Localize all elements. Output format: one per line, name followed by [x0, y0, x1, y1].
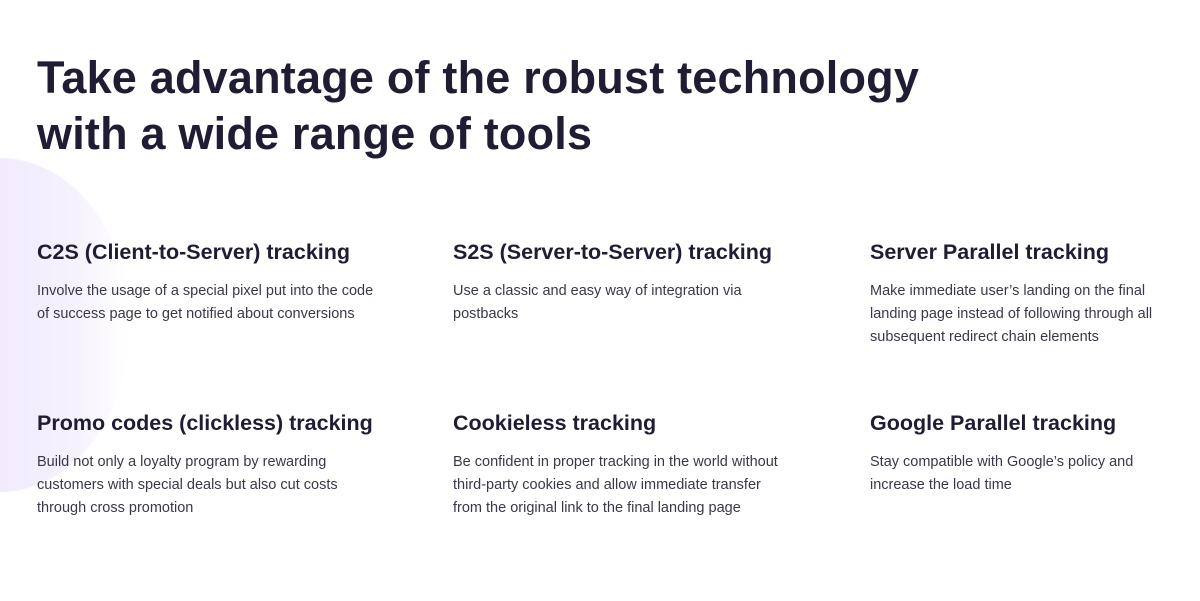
feature-title: Cookieless tracking — [453, 411, 657, 435]
feature-card-c2s: C2S (Client-to-Server) tracking Involve … — [37, 238, 453, 409]
feature-title: Google Parallel tracking — [870, 411, 1117, 435]
feature-card-cookieless: Cookieless tracking Be confident in prop… — [453, 409, 870, 580]
feature-title: Server Parallel tracking — [870, 240, 1110, 264]
feature-title: S2S (Server-to-Server) tracking — [453, 240, 773, 264]
feature-title: C2S (Client-to-Server) tracking — [37, 240, 351, 264]
feature-card-s2s: S2S (Server-to-Server) tracking Use a cl… — [453, 238, 870, 409]
feature-description: Involve the usage of a special pixel put… — [37, 283, 374, 322]
features-grid: C2S (Client-to-Server) tracking Involve … — [37, 238, 1180, 580]
feature-card-google-parallel: Google Parallel tracking Stay compatible… — [870, 409, 1180, 580]
feature-title: Promo codes (clickless) tracking — [37, 411, 373, 435]
feature-card-promo-codes: Promo codes (clickless) tracking Build n… — [37, 409, 453, 580]
feature-description: Build not only a loyalty program by rewa… — [37, 454, 338, 516]
feature-description: Be confident in proper tracking in the w… — [453, 454, 778, 516]
page-title: Take advantage of the robust technology … — [37, 52, 920, 159]
feature-description: Use a classic and easy way of integratio… — [453, 283, 742, 322]
feature-description: Stay compatible with Google’s policy and… — [870, 454, 1134, 493]
feature-description: Make immediate user’s landing on the fin… — [870, 283, 1153, 345]
feature-card-server-parallel: Server Parallel tracking Make immediate … — [870, 238, 1180, 409]
